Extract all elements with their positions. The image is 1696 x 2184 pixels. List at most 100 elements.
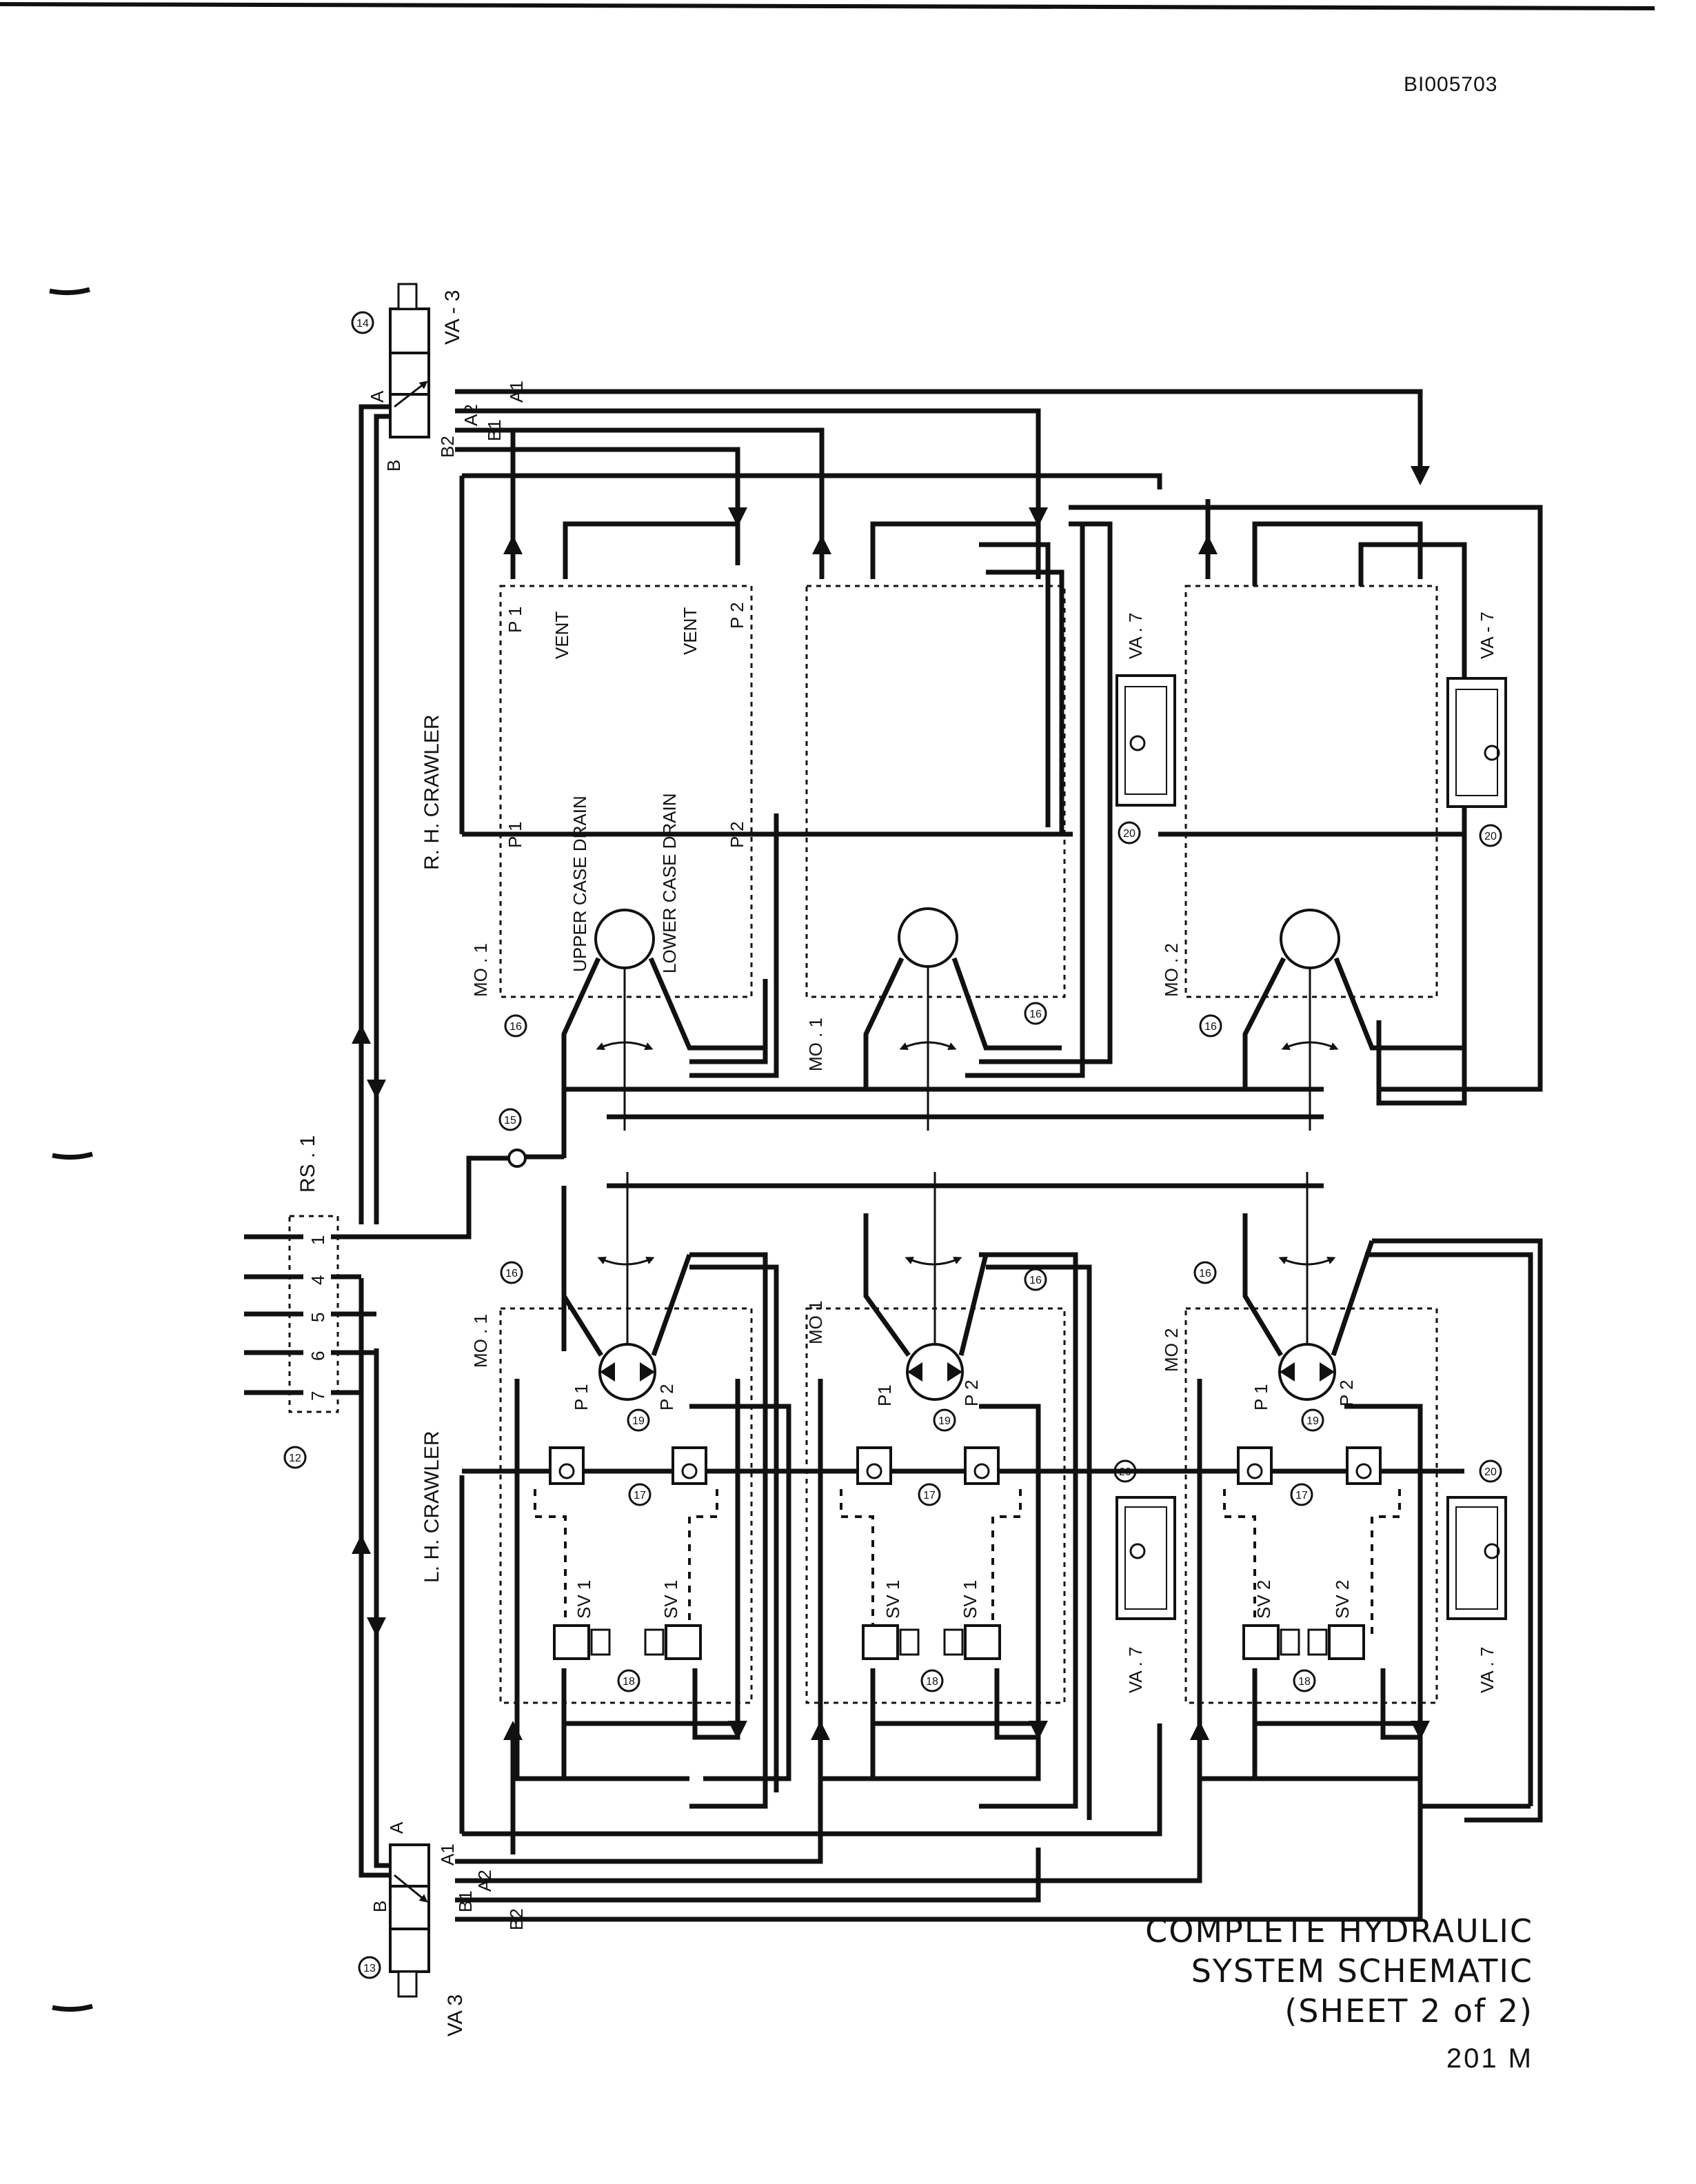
label-p1-lower-3: P 1 xyxy=(1251,1384,1271,1410)
callouts: 14 15 16 16 16 16 16 16 19 19 19 17 17 1… xyxy=(283,311,1502,1979)
label-port-a-bottom: A xyxy=(386,1821,407,1834)
callout-19b: 19 xyxy=(938,1415,951,1427)
title-line-3: (SHEET 2 of 2) xyxy=(1284,1992,1533,2030)
callout-19c: 19 xyxy=(1306,1415,1319,1427)
label-port-b-bottom: B xyxy=(370,1901,390,1912)
label-port-b-top: B xyxy=(383,460,404,472)
label-port-b2-top: B2 xyxy=(437,436,458,458)
motor-housings xyxy=(499,585,1438,1704)
page-number: 201 M xyxy=(1446,2043,1533,2074)
label-sv2-b: SV 2 xyxy=(1332,1580,1353,1619)
label-mo1-lower-center: MO 1 xyxy=(805,1300,826,1344)
rs1-connector xyxy=(288,1215,339,1413)
solenoid-valves xyxy=(553,1624,1365,1660)
callout-16f: 16 xyxy=(1199,1268,1211,1280)
label-port-a2-top: A2 xyxy=(461,404,481,426)
va7-valve-lower-left xyxy=(1115,1496,1176,1620)
callout-16e: 16 xyxy=(1029,1275,1042,1286)
motor-lower-center xyxy=(863,1172,989,1401)
callout-20a: 20 xyxy=(1123,828,1135,840)
label-va7-lower-right: VA . 7 xyxy=(1477,1647,1497,1693)
label-p2-upper-bottom: P 2 xyxy=(727,821,747,848)
callout-15: 15 xyxy=(504,1115,516,1126)
motor-lower-lh-2 xyxy=(1242,1172,1375,1401)
callout-19a: 19 xyxy=(632,1415,645,1427)
label-mo1-lower-left: MO . 1 xyxy=(470,1314,491,1368)
label-rh-crawler: R. H. CRAWLER xyxy=(421,714,443,870)
callout-17a: 17 xyxy=(634,1490,646,1502)
callout-18c: 18 xyxy=(1298,1676,1311,1688)
label-sv1-b: SV 1 xyxy=(660,1580,681,1619)
document-id: BI005703 xyxy=(1404,73,1498,96)
label-port-b2-bottom: B2 xyxy=(506,1908,527,1930)
label-mo2-lower: MO 2 xyxy=(1161,1328,1182,1372)
callout-17b: 17 xyxy=(923,1490,936,1502)
label-lower-case-drain: LOWER CASE DRAIN xyxy=(659,793,680,974)
label-rs-pin-5: 5 xyxy=(307,1313,328,1322)
hydraulic-lines xyxy=(244,389,1543,1922)
label-p1-upper-top: P 1 xyxy=(505,606,525,633)
label-rs1: RS . 1 xyxy=(296,1135,319,1193)
label-rs-pin-7: 7 xyxy=(307,1391,328,1401)
callout-13: 13 xyxy=(363,1963,376,1974)
callout-20b: 20 xyxy=(1484,831,1497,842)
label-rs-pin-4: 4 xyxy=(307,1275,328,1285)
callout-18b: 18 xyxy=(926,1676,938,1688)
label-va3-top: VA - 3 xyxy=(441,290,464,345)
callout-16b: 16 xyxy=(1029,1009,1042,1020)
callout-16c: 16 xyxy=(1204,1021,1217,1033)
motor-lower-lh-1 xyxy=(561,1172,692,1401)
va7-valve-lower-right xyxy=(1446,1496,1507,1620)
va3-valve-top xyxy=(389,283,430,438)
callout-12: 12 xyxy=(289,1453,301,1464)
label-lh-crawler: L. H. CRAWLER xyxy=(421,1430,443,1583)
va3-valve-bottom xyxy=(389,1843,430,1998)
check-valve-15 xyxy=(507,1149,527,1168)
callout-14: 14 xyxy=(356,318,369,330)
label-rs-pin-1: 1 xyxy=(307,1235,328,1245)
label-p1-upper-bottom: P 1 xyxy=(505,821,525,848)
motor-upper-rh-1 xyxy=(561,909,765,1131)
label-port-a1-bottom: A1 xyxy=(437,1843,458,1866)
label-sv1-c: SV 1 xyxy=(882,1580,903,1619)
schematic-title: COMPLETE HYDRAULIC SYSTEM SCHEMATIC (SHE… xyxy=(913,1911,1533,2031)
callout-20c: 20 xyxy=(1119,1466,1131,1478)
callout-17c: 17 xyxy=(1295,1490,1308,1502)
label-port-b1-bottom: B1 xyxy=(455,1890,476,1912)
label-vent-upper-2: VENT xyxy=(680,607,700,655)
label-p1-lower-2: P1 xyxy=(874,1384,895,1406)
scan-edge-marks xyxy=(0,2,1655,2012)
label-sv1-a: SV 1 xyxy=(574,1580,594,1619)
callout-18a: 18 xyxy=(623,1676,635,1688)
callout-16d: 16 xyxy=(505,1268,518,1280)
label-upper-case-drain: UPPER CASE DRAIN xyxy=(569,796,590,972)
label-port-b1-top: B1 xyxy=(484,419,505,441)
va7-valve-upper-right xyxy=(1446,677,1507,808)
label-va7-lower-left: VA . 7 xyxy=(1125,1647,1146,1693)
motor-upper-rh-2 xyxy=(1242,909,1464,1131)
label-port-a1-top: A1 xyxy=(506,381,527,403)
label-mo1-upper-center: MO . 1 xyxy=(805,1018,826,1071)
label-rs-pin-6: 6 xyxy=(307,1351,328,1361)
title-line-2: SYSTEM SCHEMATIC xyxy=(1191,1952,1533,1990)
callout-20d: 20 xyxy=(1484,1466,1497,1478)
label-vent-upper-1: VENT xyxy=(552,611,572,659)
label-p2-lower-3: P 2 xyxy=(1336,1379,1357,1406)
label-sv1-d: SV 1 xyxy=(960,1580,980,1619)
callout-16a: 16 xyxy=(509,1021,522,1033)
labels: VA - 3 A B A1 A2 B2 B1 R. H. CRAWLER P 1… xyxy=(296,290,1497,2036)
label-mo2-upper: MO . 2 xyxy=(1161,943,1182,997)
label-va7-upper-right: VA - 7 xyxy=(1477,611,1497,659)
label-port-a2-bottom: A2 xyxy=(474,1870,495,1892)
label-p2-lower-2: P 2 xyxy=(961,1379,982,1406)
label-sv2-a: SV 2 xyxy=(1253,1580,1274,1619)
label-port-a-top: A xyxy=(367,390,387,403)
label-va3-bottom: VA 3 xyxy=(444,1994,467,2036)
label-p2-lower-1: P 2 xyxy=(656,1384,677,1410)
title-line-1: COMPLETE HYDRAULIC xyxy=(1145,1912,1533,1950)
rotation-arrows xyxy=(596,1041,1339,1266)
va7-valve-upper-left xyxy=(1115,674,1176,807)
check-valves xyxy=(534,1446,1401,1641)
label-p1-lower-1: P 1 xyxy=(571,1384,592,1410)
